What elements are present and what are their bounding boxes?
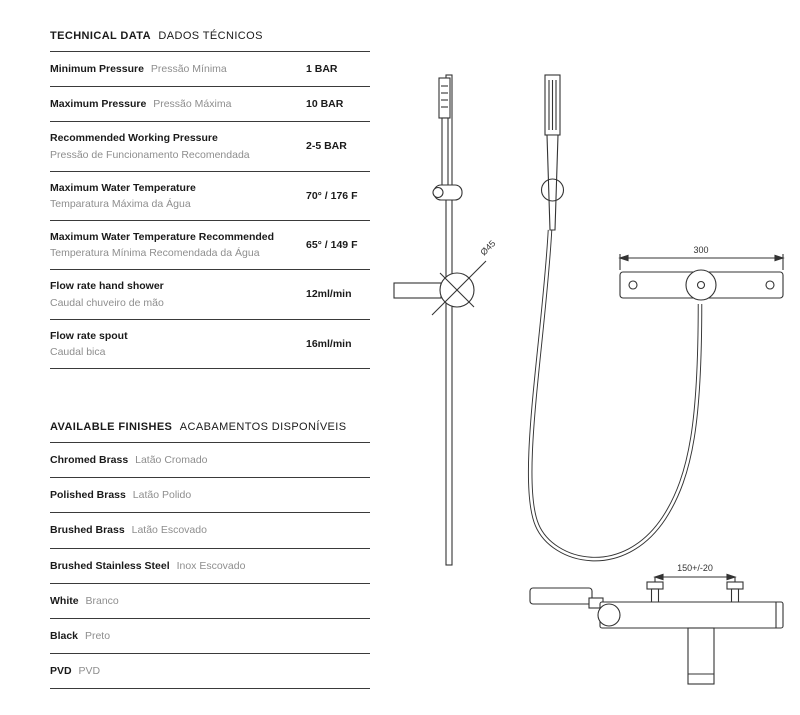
- technical-data-row: Flow rate hand shower Caudal chuveiro de…: [50, 270, 370, 320]
- finish-label-en: White: [50, 594, 79, 607]
- row-label-en: Recommended Working Pressure: [50, 132, 218, 145]
- technical-data-title-en: TECHNICAL DATA: [50, 30, 151, 42]
- row-label-pt: Caudal chuveiro de mão: [50, 296, 164, 309]
- finish-row: Brushed Stainless Steel Inox Escovado: [50, 549, 370, 584]
- technical-data-table: TECHNICAL DATA DADOS TÉCNICOS Minimum Pr…: [50, 30, 370, 370]
- row-label-pt: Caudal bica: [50, 345, 106, 358]
- row-label-pt: Pressão Mínima: [150, 63, 227, 75]
- technical-data-title-pt: DADOS TÉCNICOS: [158, 30, 263, 42]
- front-view-drawing: [618, 254, 785, 301]
- available-finishes-header: AVAILABLE FINISHES ACABAMENTOS DISPONÍVE…: [50, 421, 370, 444]
- finish-row: Chromed Brass Latão Cromado: [50, 443, 370, 479]
- row-label-pt: Temparatura Máxima da Água: [50, 197, 191, 210]
- finish-label-en: Polished Brass: [50, 489, 126, 502]
- finish-label-en: PVD: [50, 665, 72, 678]
- row-label-pt: Pressão de Funcionamento Recomendada: [50, 148, 250, 161]
- finish-label-pt: Preto: [84, 629, 111, 642]
- row-value: 65° / 149 F: [306, 239, 358, 252]
- finish-label-pt: Branco: [85, 594, 119, 607]
- row-label-en: Maximum Water Temperature Recommended: [50, 231, 275, 244]
- technical-data-row: Maximum Pressure Pressão Máxima 10 BAR: [50, 87, 370, 123]
- hand-shower-hose-drawing: [527, 229, 703, 562]
- technical-drawings: Ø45 300: [380, 50, 800, 710]
- technical-data-header: TECHNICAL DATA DADOS TÉCNICOS: [50, 30, 370, 52]
- row-label-en: Minimum Pressure: [50, 63, 144, 75]
- technical-data-row: Maximum Water Temperature Temparatura Má…: [50, 172, 370, 222]
- finish-label-en: Brushed Brass: [50, 524, 125, 537]
- finish-label-en: Chromed Brass: [50, 454, 129, 467]
- row-value: 10 BAR: [306, 98, 344, 111]
- finish-label-pt: Latão Polido: [132, 489, 192, 502]
- finish-label-pt: Latão Escovado: [131, 524, 207, 537]
- side-view-diameter-label: Ø45: [478, 238, 497, 257]
- hand-shower-front-drawing: [540, 74, 565, 231]
- row-value: 2-5 BAR: [306, 140, 347, 153]
- finish-label-pt: Latão Cromado: [135, 454, 208, 467]
- row-label-en: Maximum Pressure: [50, 98, 147, 111]
- finish-label-en: Black: [50, 629, 79, 642]
- finish-row: PVD PVD: [50, 654, 370, 690]
- top-view-drawing: [529, 573, 784, 685]
- spec-column: TECHNICAL DATA DADOS TÉCNICOS Minimum Pr…: [50, 30, 370, 690]
- finish-row: Black Preto: [50, 619, 370, 655]
- row-label-pt: Pressão Máxima: [153, 98, 232, 111]
- top-view-inlet-distance-label: 150+/-20: [677, 563, 713, 573]
- technical-data-row: Minimum Pressure Pressão Mínima 1 BAR: [50, 52, 370, 88]
- finish-label-pt: PVD: [78, 665, 101, 678]
- available-finishes-table: AVAILABLE FINISHES ACABAMENTOS DISPONÍVE…: [50, 421, 370, 690]
- technical-data-row: Maximum Water Temperature Recommended Te…: [50, 221, 370, 271]
- row-value: 16ml/min: [306, 337, 352, 350]
- row-value: 12ml/min: [306, 288, 352, 301]
- finish-row: Brushed Brass Latão Escovado: [50, 513, 370, 549]
- technical-drawings-svg: Ø45 300: [393, 74, 785, 685]
- side-view-drawing: [393, 74, 487, 566]
- available-finishes-title-en: AVAILABLE FINISHES: [50, 421, 173, 434]
- row-label-pt: Temperatura Mínima Recomendada da Água: [50, 247, 260, 260]
- finish-label-pt: Inox Escovado: [176, 559, 246, 572]
- row-label-en: Maximum Water Temperature: [50, 181, 196, 194]
- finish-row: White Branco: [50, 584, 370, 619]
- available-finishes-title-pt: ACABAMENTOS DISPONÍVEIS: [179, 421, 347, 434]
- technical-data-row: Flow rate spout Caudal bica 16ml/min: [50, 320, 370, 370]
- technical-data-row: Recommended Working Pressure Pressão de …: [50, 122, 370, 172]
- front-view-width-label: 300: [693, 245, 708, 255]
- row-value: 70° / 176 F: [306, 189, 358, 202]
- row-label-en: Flow rate spout: [50, 329, 128, 342]
- finish-row: Polished Brass Latão Polido: [50, 478, 370, 514]
- finish-label-en: Brushed Stainless Steel: [50, 559, 170, 572]
- row-value: 1 BAR: [306, 63, 338, 75]
- row-label-en: Flow rate hand shower: [50, 280, 164, 293]
